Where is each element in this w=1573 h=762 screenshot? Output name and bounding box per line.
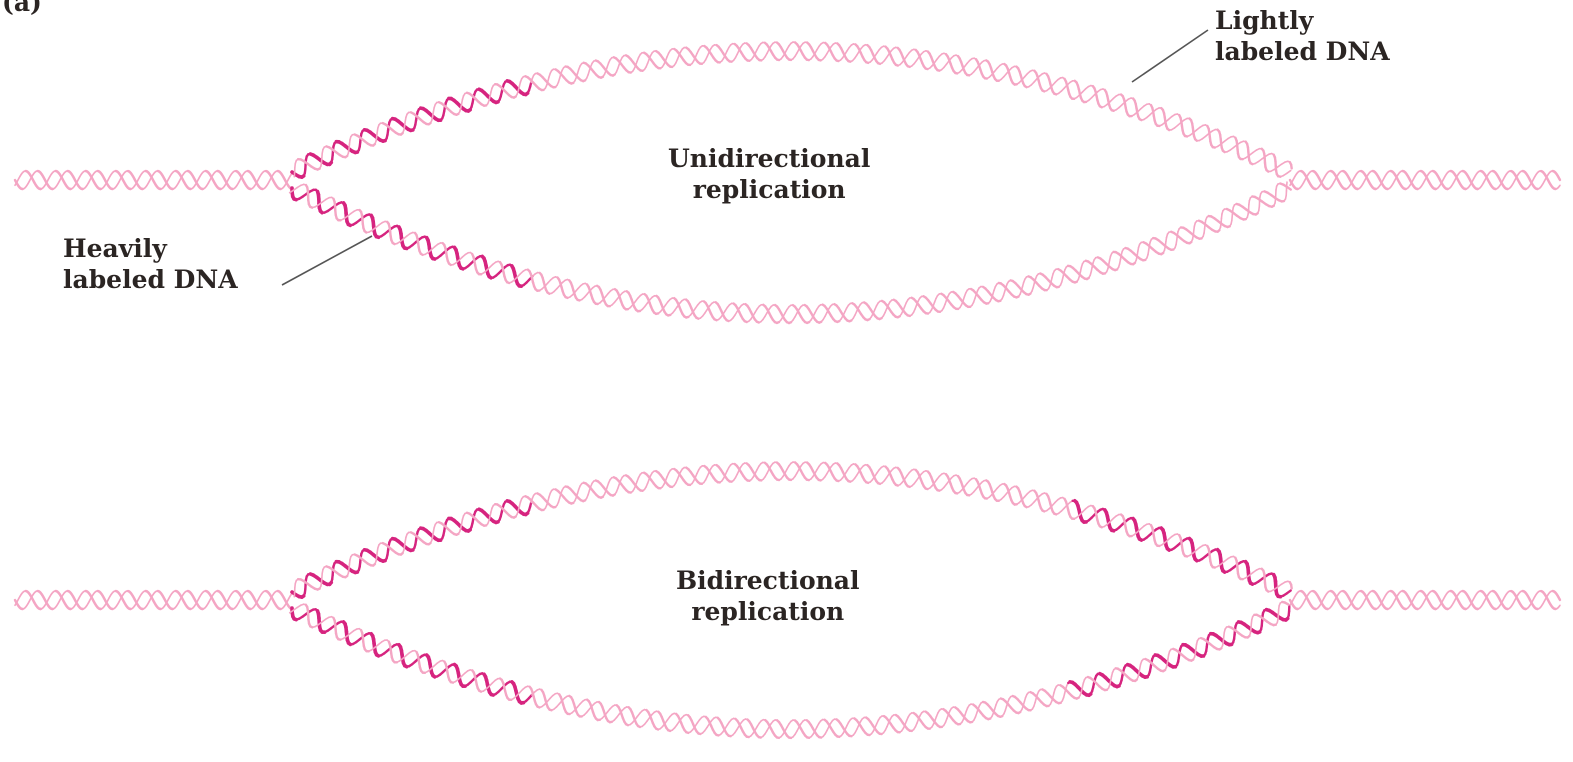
heavily-labeled-line1: Heavily <box>63 233 238 264</box>
bidirectional-label: Bidirectional replication <box>676 565 860 628</box>
lightly-labeled-line2: labeled DNA <box>1215 36 1390 67</box>
panel-label: (a) <box>2 0 42 17</box>
unidirectional-label: Unidirectional replication <box>668 143 870 206</box>
lightly-labeled-line1: Lightly <box>1215 5 1390 36</box>
bidirectional-label-line1: Bidirectional <box>676 565 860 596</box>
bidirectional-label-line2: replication <box>676 596 860 627</box>
heavily-labeled-line2: labeled DNA <box>63 264 238 295</box>
right-parental-helix <box>1290 171 1560 189</box>
light-label-leader-line <box>1132 30 1208 82</box>
left-parental-helix <box>15 591 292 609</box>
right-parental-helix <box>1290 591 1560 609</box>
unidirectional-label-line2: replication <box>668 174 870 205</box>
left-parental-helix <box>15 171 292 189</box>
heavy-label-leader-line <box>282 236 372 285</box>
unidirectional-label-line1: Unidirectional <box>668 143 870 174</box>
heavily-labeled-dna-label: Heavily labeled DNA <box>63 233 238 296</box>
lightly-labeled-dna-label: Lightly labeled DNA <box>1215 5 1390 68</box>
